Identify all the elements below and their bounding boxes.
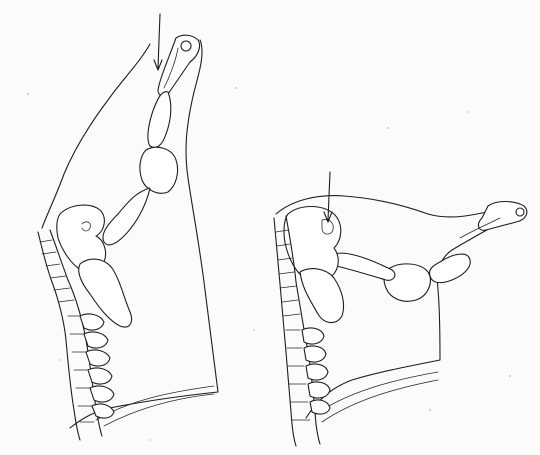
right-bone-bar (329, 253, 395, 280)
right-specimen (274, 172, 527, 446)
right-jaw (300, 269, 344, 323)
right-indicator-arrow (324, 172, 332, 222)
left-specimen (38, 14, 218, 440)
left-throat-line (96, 386, 214, 420)
right-bone-shaft (429, 254, 470, 283)
left-bone-descending (103, 188, 150, 245)
left-indicator-arrow (154, 14, 162, 70)
left-bone-shaft (148, 92, 171, 148)
left-bone-joint (140, 147, 178, 193)
left-bone-tip-head (181, 41, 191, 51)
right-throat-line (316, 372, 438, 414)
right-bone-tip-head (516, 208, 524, 216)
left-throat-line-2 (104, 394, 214, 426)
